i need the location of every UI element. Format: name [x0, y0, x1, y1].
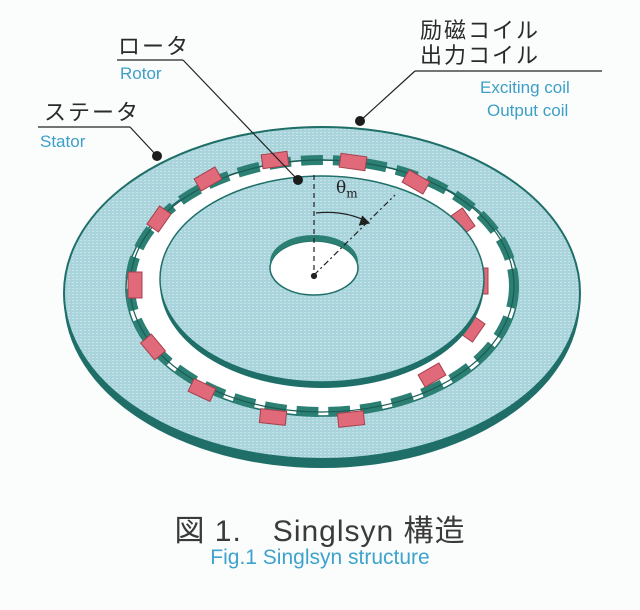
output-coil-label-en: Output coil — [487, 101, 569, 120]
rotor — [159, 175, 485, 388]
exciting-coil-label-en: Exciting coil — [480, 78, 570, 97]
rotor-label-en: Rotor — [120, 64, 162, 83]
leader-lines — [38, 59, 602, 179]
angle-indicator — [310, 175, 396, 280]
stator-label-en: Stator — [40, 132, 86, 151]
pointer-dots — [152, 116, 365, 185]
stator-label-jp: ステータ — [44, 101, 141, 126]
figure-title-jp: 図 1. Singlsyn 構造 — [174, 515, 466, 548]
rotor-label-jp: ロータ — [118, 35, 191, 60]
figure-title-en: Fig.1 Singlsyn structure — [210, 546, 430, 569]
output-coil-label-jp: 出力コイル — [420, 44, 541, 69]
theta-m-label: θm — [336, 178, 358, 201]
exciting-coil-label-jp: 励磁コイル — [420, 19, 541, 44]
